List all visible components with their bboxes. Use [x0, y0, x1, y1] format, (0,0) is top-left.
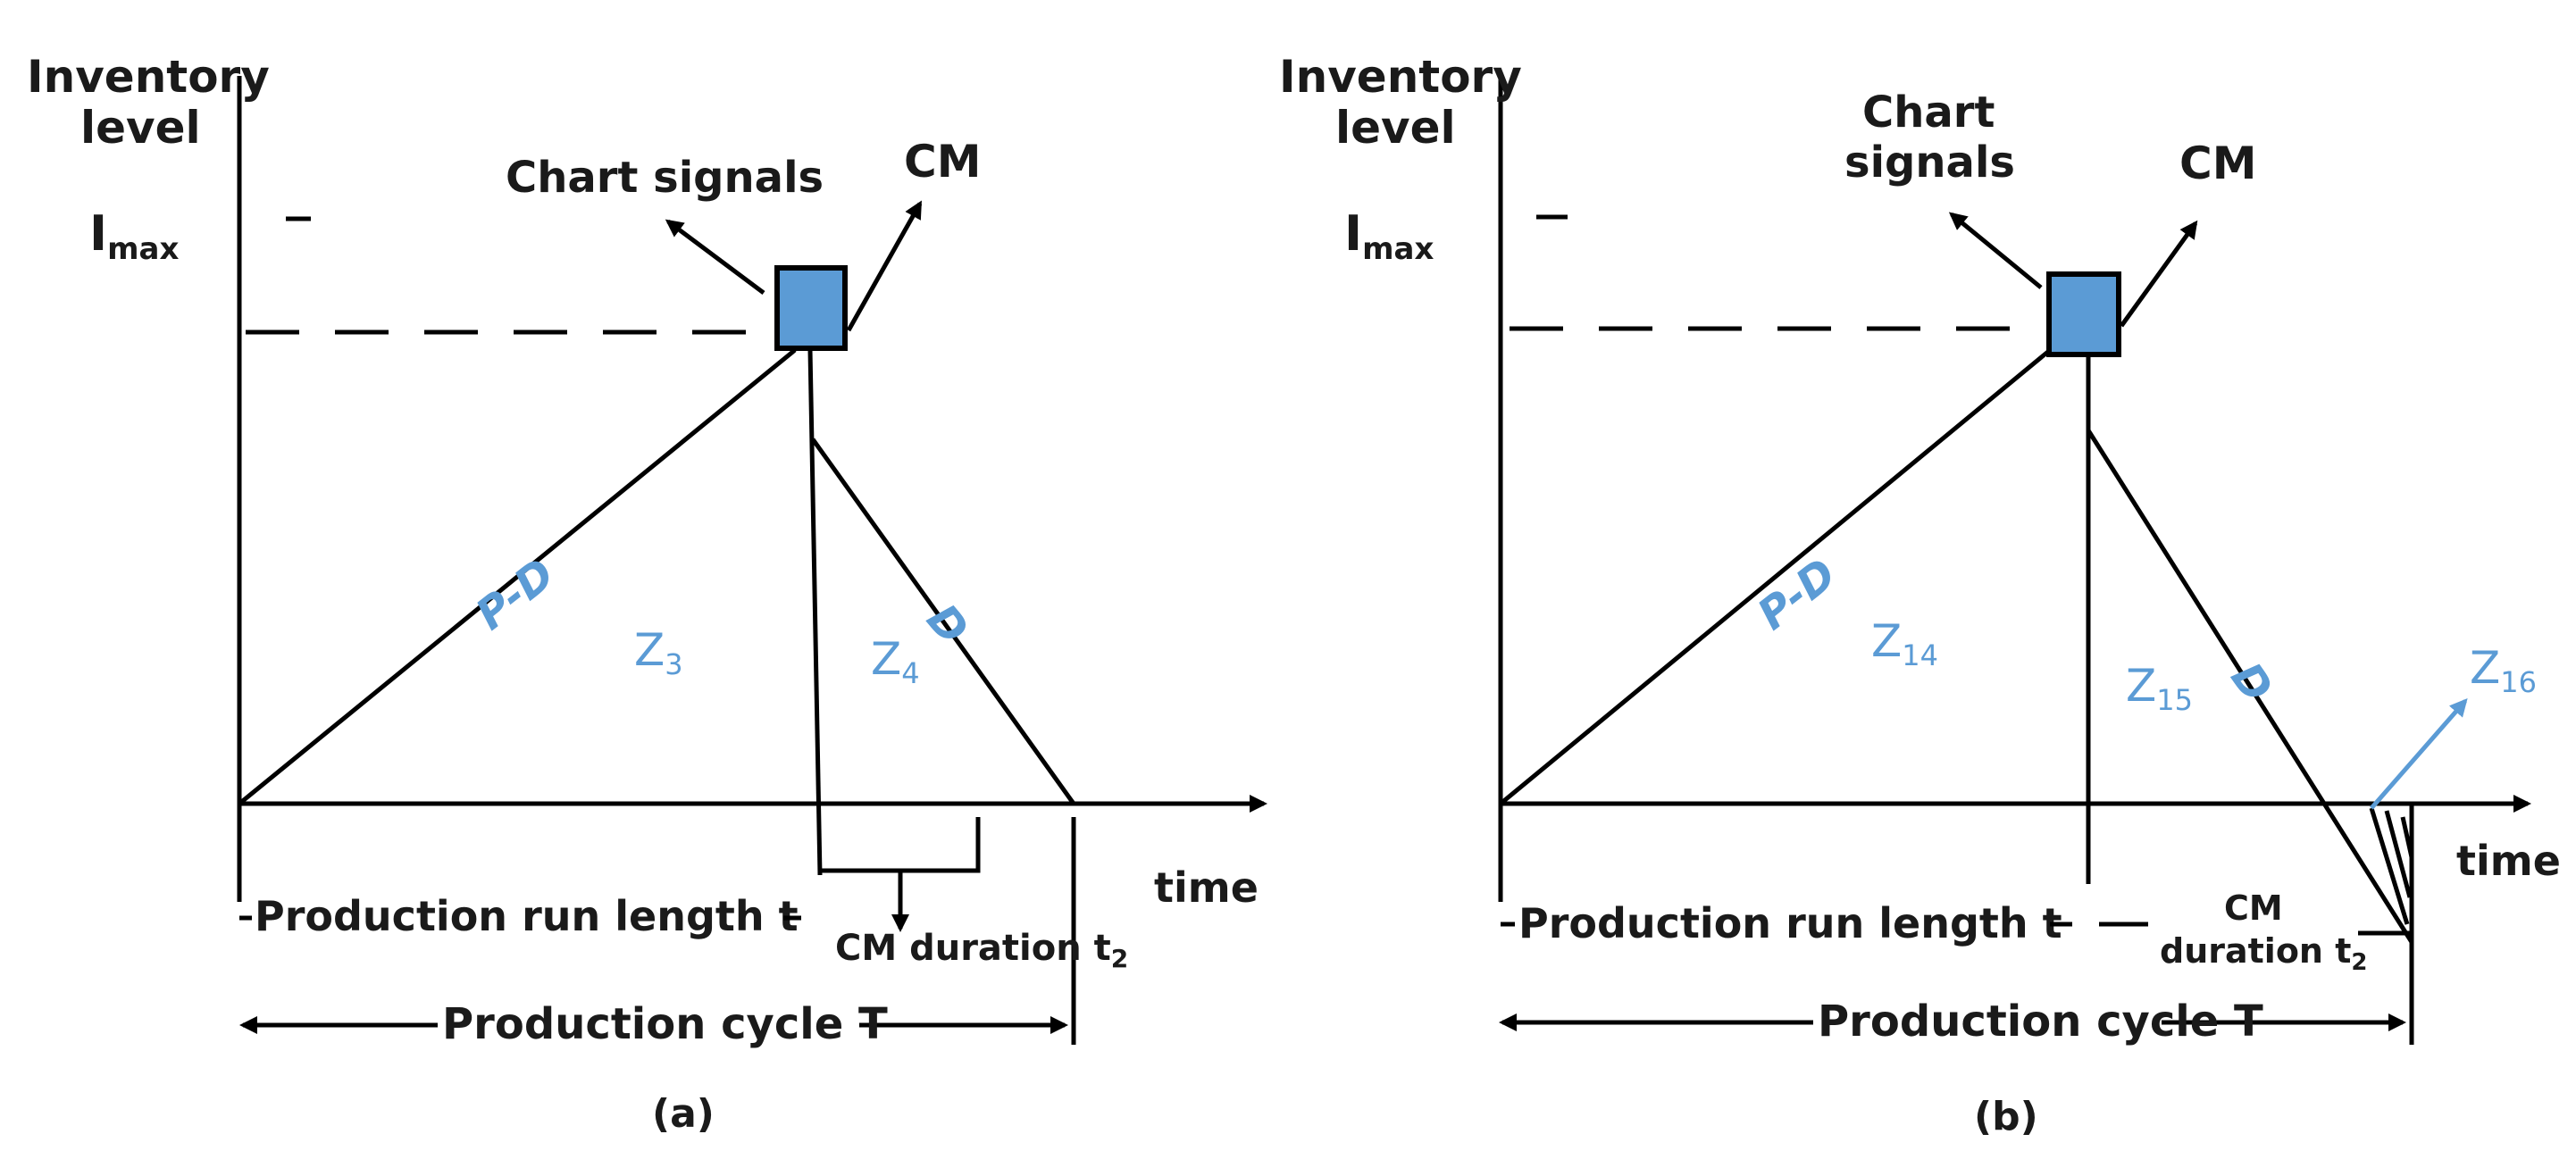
chart-signals-line1: Chart [1862, 88, 1995, 138]
cm-label: CM [2179, 138, 2256, 189]
y-axis-label-line2: level [1335, 102, 1456, 154]
z16-hatch-3 [2400, 816, 2414, 858]
cm-duration-text: CM duration t [835, 928, 1111, 969]
chart-signals-line2: signals [1844, 138, 2015, 188]
drop-line [807, 349, 823, 876]
d-label: D [2221, 654, 2282, 712]
cm-duration-line1: CM [2224, 888, 2283, 928]
cm-arrow [2119, 220, 2198, 328]
cm-arrow [846, 200, 923, 332]
cm-label: CM [904, 136, 981, 188]
d-line [810, 438, 1076, 805]
z4-base: Z [871, 633, 901, 685]
decision-box [774, 265, 848, 351]
imax-label: Imax [89, 205, 179, 267]
imax-label: Imax [1344, 205, 1434, 267]
z4-sub: 4 [901, 656, 919, 690]
imax-sub: max [107, 231, 179, 267]
z3-label: Z3 [634, 624, 683, 681]
z4-label: Z4 [871, 633, 920, 690]
cm-duration-line2: duration t2 [2160, 931, 2367, 976]
y-axis-label-line1: Inventory [27, 51, 270, 103]
production-run-label: Production run length t [1518, 899, 2062, 947]
z16-hatch-2 [2384, 810, 2413, 898]
z16-base: Z [2470, 642, 2500, 694]
pd-label: P-D [467, 549, 565, 640]
z14-sub: 14 [1902, 638, 1938, 672]
z16-sub: 16 [2500, 665, 2537, 699]
panel-b: Inventory level Imax Chart signals CM P-… [1279, 51, 2561, 1139]
d-label: D [916, 595, 978, 655]
z14-label: Z14 [1871, 615, 1938, 672]
chart-signals-arrow [1948, 212, 2043, 289]
y-axis-label-line1: Inventory [1279, 51, 1522, 103]
cm-duration-bracket [820, 817, 981, 873]
decision-box [2046, 271, 2121, 357]
z14-base: Z [1871, 615, 1902, 667]
z16-label: Z16 [2470, 642, 2537, 699]
imax-base: I [89, 205, 107, 262]
time-label: time [2456, 837, 2561, 885]
imax-base: I [1344, 205, 1362, 262]
z15-label: Z15 [2126, 660, 2193, 717]
z15-sub: 15 [2156, 683, 2193, 717]
d-line [2086, 429, 2414, 944]
chart-signals-arrow [665, 219, 765, 296]
cm-duration-sub: 2 [2351, 949, 2367, 976]
pd-label: P-D [1749, 549, 1846, 640]
z16-hatch-1 [2369, 807, 2410, 925]
caption-b: (b) [1974, 1094, 2038, 1139]
z15-base: Z [2126, 660, 2156, 712]
z3-sub: 3 [665, 647, 682, 681]
pd-line [238, 348, 797, 805]
production-cycle-label: Production cycle T [442, 999, 888, 1049]
time-label: time [1154, 863, 1259, 912]
caption-a: (a) [652, 1091, 715, 1137]
y-axis-label-line2: level [80, 102, 201, 154]
chart-signals-label: Chart signals [506, 153, 824, 203]
cm-duration-label: CM duration t2 [835, 928, 1128, 973]
cm-duration-text: duration t [2160, 931, 2351, 971]
panel-a: Inventory level Imax Chart signals CM P-… [27, 51, 1267, 1137]
cm-duration-sub: 2 [1111, 944, 1128, 973]
pd-line [1499, 345, 2056, 805]
z3-base: Z [634, 624, 665, 676]
production-cycle-label: Production cycle T [1818, 997, 2263, 1047]
imax-sub: max [1362, 231, 1434, 267]
production-run-label: Production run length t [255, 892, 799, 940]
z16-arrow [2370, 697, 2468, 810]
